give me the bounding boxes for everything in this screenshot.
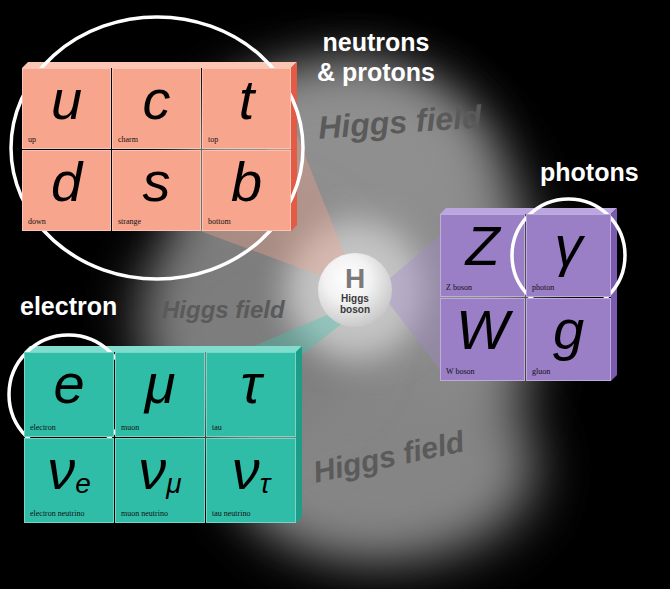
higgs-sphere: HHiggs boson bbox=[318, 253, 392, 327]
particle-name: bottom bbox=[208, 218, 231, 227]
particle-name: top bbox=[208, 136, 218, 145]
particle-symbol: d bbox=[23, 154, 110, 210]
particle-cube: γ photon bbox=[526, 214, 611, 297]
particle-cube: s strange bbox=[112, 150, 201, 231]
particle-symbol: u bbox=[23, 72, 110, 128]
particle-name: down bbox=[28, 218, 46, 227]
particle-cube: e electron bbox=[24, 352, 114, 437]
particle-symbol: γ bbox=[527, 218, 610, 274]
particle-name: electron neutrino bbox=[30, 510, 84, 519]
particle-name: tau neutrino bbox=[212, 510, 250, 519]
particle-cube: μ muon bbox=[115, 352, 205, 437]
cube-side bbox=[291, 62, 297, 231]
particle-name: Higgs boson bbox=[332, 293, 378, 315]
particle-cube: b bottom bbox=[202, 150, 291, 231]
particle-symbol: s bbox=[113, 154, 200, 210]
particle-cube: νe electron neutrino bbox=[24, 438, 114, 523]
particle-name: gluon bbox=[532, 368, 550, 377]
particle-name: muon neutrino bbox=[121, 510, 168, 519]
particle-name: photon bbox=[532, 284, 554, 293]
particle-name: W boson bbox=[446, 368, 475, 377]
particle-symbol: b bbox=[203, 154, 290, 210]
circle-stroke bbox=[9, 335, 128, 454]
particle-symbol: μ bbox=[116, 356, 204, 412]
particle-symbol: H bbox=[345, 265, 365, 293]
particle-symbol: e bbox=[25, 356, 113, 412]
particle-cube: c charm bbox=[112, 68, 201, 149]
circle-stroke bbox=[11, 17, 303, 279]
particle-name: up bbox=[28, 136, 36, 145]
particle-symbol: t bbox=[203, 72, 290, 128]
particle-cube: νμ muon neutrino bbox=[115, 438, 205, 523]
boson-beam bbox=[388, 235, 440, 370]
field-watermark: Higgs field bbox=[162, 298, 285, 322]
particle-name: Z boson bbox=[446, 284, 472, 293]
particle-cube: ντ tau neutrino bbox=[206, 438, 296, 523]
particle-symbol: νμ bbox=[116, 442, 204, 498]
particle-name: muon bbox=[121, 424, 139, 433]
particle-symbol: g bbox=[527, 302, 610, 358]
particle-name: electron bbox=[30, 424, 56, 433]
circle-stroke bbox=[512, 199, 625, 312]
particle-name: tau bbox=[212, 424, 222, 433]
particle-symbol: ντ bbox=[207, 442, 295, 498]
group-label: photons bbox=[540, 157, 639, 187]
particle-cube: t top bbox=[202, 68, 291, 149]
particle-symbol: τ bbox=[207, 356, 295, 412]
cube-side bbox=[296, 346, 302, 523]
group-circle: photonsγphoton bbox=[510, 197, 627, 314]
particle-symbol: W bbox=[441, 302, 524, 358]
particle-name: charm bbox=[118, 136, 138, 145]
group-circle: neutrons & protonsuupccharmttopddownsstr… bbox=[9, 15, 305, 281]
particle-symbol: c bbox=[113, 72, 200, 128]
particle-cube: u up bbox=[22, 68, 111, 149]
particle-symbol: νe bbox=[25, 442, 113, 498]
group-label: neutrons & protons bbox=[312, 27, 440, 87]
cube-side bbox=[611, 208, 617, 381]
particle-cube: d down bbox=[22, 150, 111, 231]
particle-cube: g gluon bbox=[526, 298, 611, 381]
particle-name: strange bbox=[118, 218, 141, 227]
group-label: electron bbox=[20, 291, 117, 321]
particle-cube: τ tau bbox=[206, 352, 296, 437]
particle-cube: W W boson bbox=[440, 298, 525, 381]
